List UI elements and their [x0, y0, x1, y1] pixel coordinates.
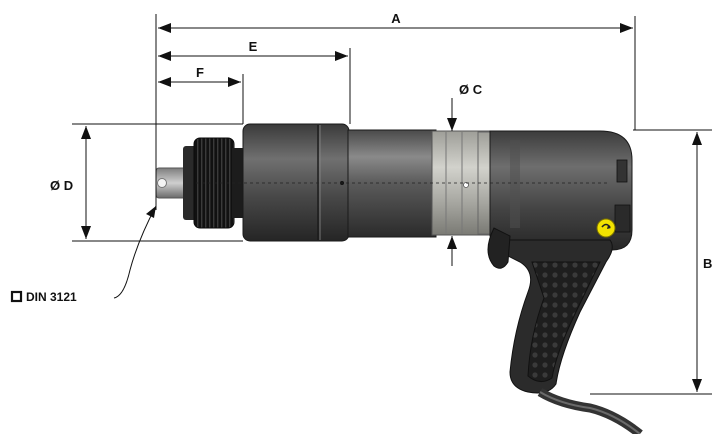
- direction-indicator-icon: [596, 218, 616, 238]
- dimension-label-c: Ø C: [459, 82, 483, 97]
- drive-standard-callout: DIN 3121: [10, 205, 157, 304]
- dimension-e: E: [158, 39, 348, 61]
- drive-hole: [157, 178, 167, 188]
- dimension-label-d: Ø D: [50, 178, 73, 193]
- trigger: [487, 227, 511, 269]
- dimension-a: A: [158, 11, 633, 33]
- square-outline-icon: [10, 290, 23, 303]
- main-barrel: [347, 129, 437, 238]
- dimension-lines: [72, 14, 712, 395]
- dimension-f: F: [158, 65, 241, 87]
- grip-texture: [527, 261, 601, 382]
- dimension-label-f: F: [196, 65, 204, 80]
- torque-wrench-illustration: [155, 123, 643, 434]
- dimension-label-e: E: [249, 39, 258, 54]
- drive-standard-label: DIN 3121: [26, 290, 77, 304]
- gearbox-sleeve: [242, 123, 350, 242]
- dimension-label-a: A: [391, 11, 401, 26]
- pistol-grip: [487, 227, 613, 394]
- dimension-d: Ø D: [50, 126, 91, 239]
- dimension-b: B: [692, 132, 712, 392]
- dimension-label-b: B: [703, 256, 712, 271]
- dimension-c: Ø C: [447, 82, 483, 266]
